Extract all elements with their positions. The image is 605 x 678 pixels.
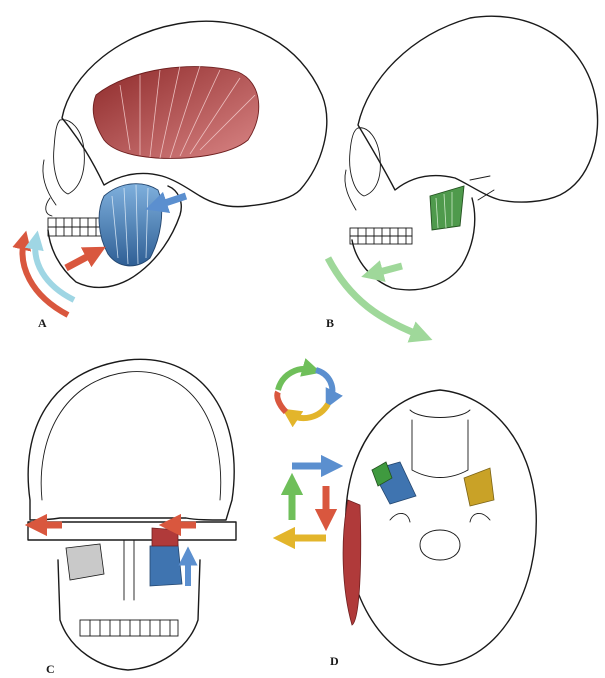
panel-d-inferior-skull bbox=[277, 369, 536, 665]
panel-c-cranial-vault bbox=[28, 359, 234, 520]
panel-label-b: B bbox=[326, 316, 334, 331]
panel-label-a: A bbox=[38, 316, 47, 331]
panel-b-arrow-green-forward bbox=[372, 266, 402, 274]
panel-label-c: C bbox=[46, 662, 55, 677]
panel-b-teeth-divisions bbox=[350, 228, 412, 244]
panel-d-skull-base-outline bbox=[346, 390, 537, 665]
panel-d-masseter-section bbox=[343, 500, 361, 625]
panel-d-occipital-condyles bbox=[390, 513, 490, 522]
panel-b-lateral-pterygoid-muscle bbox=[430, 186, 464, 230]
panel-d-right-medial-pterygoid bbox=[464, 468, 494, 506]
panel-label-d: D bbox=[330, 654, 339, 669]
panel-c-teeth bbox=[80, 620, 178, 636]
panel-c-inner-table bbox=[41, 372, 221, 500]
panel-c-right-pterygoid-muscle bbox=[150, 544, 182, 586]
panel-c-teeth-divisions bbox=[90, 620, 170, 636]
panel-c-left-pterygoid-muscle bbox=[66, 544, 104, 580]
panel-c-coronal-skull bbox=[28, 359, 236, 670]
panel-a-masseter-muscle bbox=[99, 184, 162, 266]
panel-c-nasal-septum bbox=[124, 540, 134, 600]
panel-a-temporalis-muscle bbox=[93, 67, 259, 159]
panel-b-cranium-outline bbox=[358, 16, 598, 202]
cycle-arrows-icon bbox=[277, 369, 332, 418]
panel-a-lateral-skull bbox=[23, 21, 327, 315]
panel-a-arrow-red-forward bbox=[66, 252, 96, 268]
panel-d-palate bbox=[410, 410, 470, 478]
panel-d-foramen-magnum bbox=[420, 530, 460, 560]
panel-c-right-temporalis-section bbox=[152, 528, 178, 546]
panel-b-nasal-area bbox=[345, 170, 356, 210]
panel-b-lateral-skull-deep bbox=[328, 16, 598, 336]
panel-a-orbit bbox=[54, 120, 85, 194]
